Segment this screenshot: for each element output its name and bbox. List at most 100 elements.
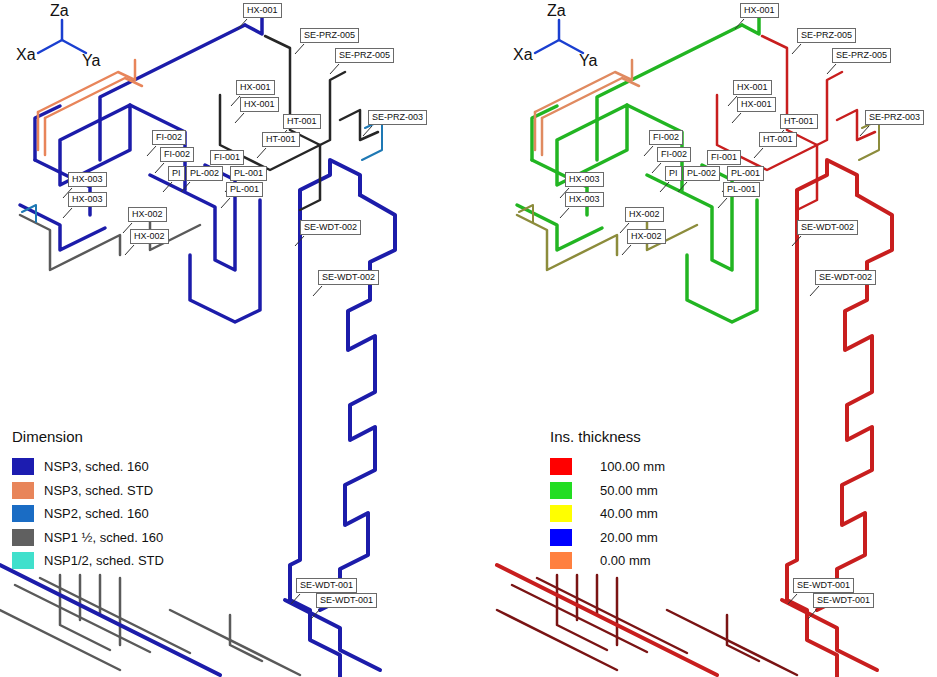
tag-text: HX-001 [744,5,775,15]
tag-text: HX-003 [569,174,600,184]
tag-text: HX-002 [132,209,163,219]
tag-text: HT-001 [763,134,793,144]
leader-line [678,182,687,192]
tag-box: HX-001 [733,80,772,95]
tag-box: HX-003 [565,192,604,207]
tag-text: PL-001 [230,184,259,194]
pipe-run [535,60,639,155]
pipe-run [20,8,262,322]
pipe-run [38,60,142,155]
tag-text: SE-WDT-002 [322,272,375,282]
leader-line [291,594,300,604]
tag-text: HX-003 [72,174,103,184]
leader-line [295,236,304,246]
tag-text: HX-001 [244,99,275,109]
tag-box: FI-002 [152,130,186,145]
leader-line [221,198,230,208]
tag-box: PL-001 [230,166,267,181]
axis-label: Ya [82,52,100,70]
tag-box: HX-001 [236,80,275,95]
legend-heading: Dimension [12,428,83,445]
axis-line [62,40,86,53]
tag-text: HX-001 [741,99,772,109]
tag-box: SE-WDT-001 [316,593,377,608]
tag-box: HX-002 [625,207,664,222]
legend-swatch [550,458,572,475]
leader-line [181,182,190,192]
legend-text: 20.00 mm [600,529,658,546]
leader-line [860,126,869,136]
legend-text: 0.00 mm [600,552,651,569]
tag-text: FI-002 [653,132,679,142]
leader-line [652,163,661,173]
leader-line [732,113,741,123]
tag-box: HT-001 [780,114,818,129]
legend-swatch [550,529,572,546]
leader-line [311,609,320,619]
tag-text: SE-WDT-001 [320,595,373,605]
tag-box: PL-001 [723,182,760,197]
tag-box: SE-WDT-002 [815,270,876,285]
tag-text: HX-001 [240,82,271,92]
pipe-run [20,210,200,270]
tag-text: HT-001 [266,134,296,144]
leader-line [827,64,836,74]
legend-swatch [12,505,34,522]
tag-box: FI-002 [649,130,683,145]
axis-label: Ya [579,52,597,70]
tag-text: SE-PRZ-005 [339,50,390,60]
tag-text: FI-002 [661,149,687,159]
axis-label: Xa [513,46,533,64]
tag-box: HX-001 [737,97,776,112]
tag-box: PI [665,166,682,181]
tag-box: HX-001 [243,3,282,18]
legend-text: NSP3, sched. STD [44,482,153,499]
tag-text: SE-WDT-001 [300,580,353,590]
axis-label: Xa [16,46,36,64]
tag-text: FI-002 [164,149,190,159]
tag-text: SE-WDT-002 [304,222,357,232]
tag-text: SE-PRZ-005 [836,50,887,60]
legend-text: 100.00 mm [600,458,665,475]
tag-text: PL-002 [687,168,716,178]
tag-box: HT-001 [262,132,300,147]
axis-line [559,40,583,53]
tag-text: SE-WDT-001 [817,595,870,605]
tag-box: PL-001 [226,182,263,197]
tag-text: PL-002 [190,168,219,178]
tag-box: FI-002 [657,147,691,162]
leader-line [313,286,322,296]
tag-text: SE-WDT-002 [801,222,854,232]
tag-box: SE-PRZ-005 [335,48,394,63]
legend-text: 50.00 mm [600,482,658,499]
tag-text: HX-001 [737,82,768,92]
tag-box: HT-001 [759,132,797,147]
tag-text: HX-003 [569,194,600,204]
leader-line [295,44,304,54]
legend-text: NSP2, sched. 160 [44,505,149,522]
tag-box: HX-003 [565,172,604,187]
tag-text: FI-001 [711,152,737,162]
tag-text: HX-002 [629,209,660,219]
legend-swatch [12,529,34,546]
leader-line [155,163,164,173]
pipe-run [22,120,382,222]
leader-line [788,594,797,604]
leader-line [330,64,339,74]
leader-line [363,126,372,136]
tag-text: PL-001 [731,168,760,178]
legend-text: 40.00 mm [600,505,658,522]
tag-text: FI-002 [156,132,182,142]
leader-line [63,208,72,218]
legend-swatch [12,552,34,569]
leader-line [235,113,244,123]
tag-text: SE-PRZ-005 [304,30,355,40]
pipe-run [0,575,300,675]
tag-box: PL-002 [683,166,720,181]
leader-line [231,96,240,106]
tag-text: SE-WDT-001 [797,580,850,590]
leader-line [125,245,134,255]
leader-line [238,19,247,29]
